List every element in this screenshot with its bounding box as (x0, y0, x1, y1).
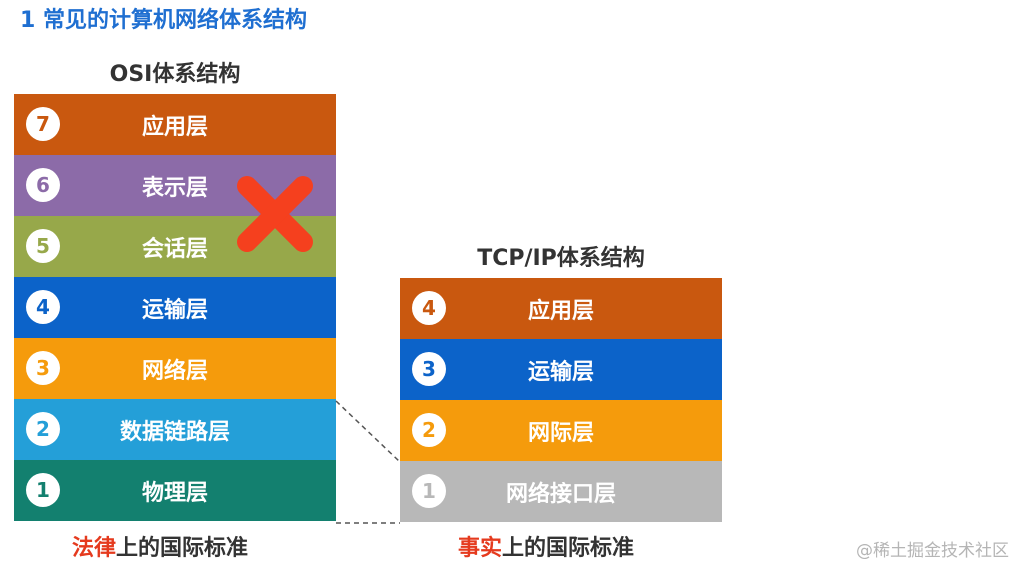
layer-name: 数据链路层 (119, 419, 230, 445)
osi-layer-2: 2 数据链路层 (14, 399, 336, 460)
layer-name: 运输层 (527, 359, 594, 385)
layer-name: 运输层 (141, 297, 208, 323)
layer-name: 网络接口层 (505, 481, 616, 507)
osi-layer-4: 4 运输层 (14, 277, 336, 338)
tcpip-layer-2: 2 网际层 (400, 400, 722, 461)
tcpip-caption: 事实上的国际标准 (458, 534, 634, 564)
layer-name: 网络层 (141, 358, 208, 384)
tcpip-layer-1: 1 网络接口层 (400, 461, 722, 522)
layer-number-badge: 2 (412, 413, 446, 447)
tcpip-layer-3: 3 运输层 (400, 339, 722, 400)
layer-number-badge: 3 (26, 351, 60, 385)
cross-mark-icon (237, 176, 313, 252)
osi-layer-1: 1 物理层 (14, 460, 336, 521)
connector-top (335, 400, 401, 463)
layer-name: 物理层 (141, 480, 208, 506)
osi-stack: 7 应用层 6 表示层 5 会话层 4 运输层 3 网络层 2 数据链路层 1 … (14, 94, 336, 521)
layer-number-badge: 7 (26, 107, 60, 141)
osi-title: OSI体系结构 (109, 62, 241, 87)
osi-caption-text: 上的国际标准 (116, 536, 249, 561)
tcpip-layer-4: 4 应用层 (400, 278, 722, 339)
layer-name: 应用层 (141, 114, 208, 140)
layer-name: 网际层 (527, 420, 594, 446)
layer-number-badge: 1 (26, 473, 60, 507)
layer-number-badge: 5 (26, 229, 60, 263)
slide-title: 1 常见的计算机网络体系结构 (20, 8, 307, 33)
layer-number-badge: 4 (412, 291, 446, 325)
tcpip-stack: 4 应用层 3 运输层 2 网际层 1 网络接口层 (400, 278, 722, 522)
layer-name: 应用层 (527, 298, 594, 324)
tcpip-title: TCP/IP体系结构 (477, 246, 645, 271)
osi-layer-7: 7 应用层 (14, 94, 336, 155)
layer-number-badge: 6 (26, 168, 60, 202)
osi-caption: 法律上的国际标准 (72, 534, 248, 564)
osi-layer-3: 3 网络层 (14, 338, 336, 399)
layer-number-badge: 1 (412, 474, 446, 508)
layer-name: 表示层 (141, 175, 208, 201)
osi-caption-emphasis: 法律 (72, 536, 117, 561)
layer-number-badge: 3 (412, 352, 446, 386)
tcpip-caption-text: 上的国际标准 (502, 536, 635, 561)
layer-number-badge: 4 (26, 290, 60, 324)
tcpip-caption-emphasis: 事实 (458, 536, 503, 561)
layer-number-badge: 2 (26, 412, 60, 446)
layer-name: 会话层 (141, 236, 208, 262)
watermark: @稀土掘金技术社区 (856, 541, 1009, 561)
cross-stroke-2 (237, 176, 313, 252)
